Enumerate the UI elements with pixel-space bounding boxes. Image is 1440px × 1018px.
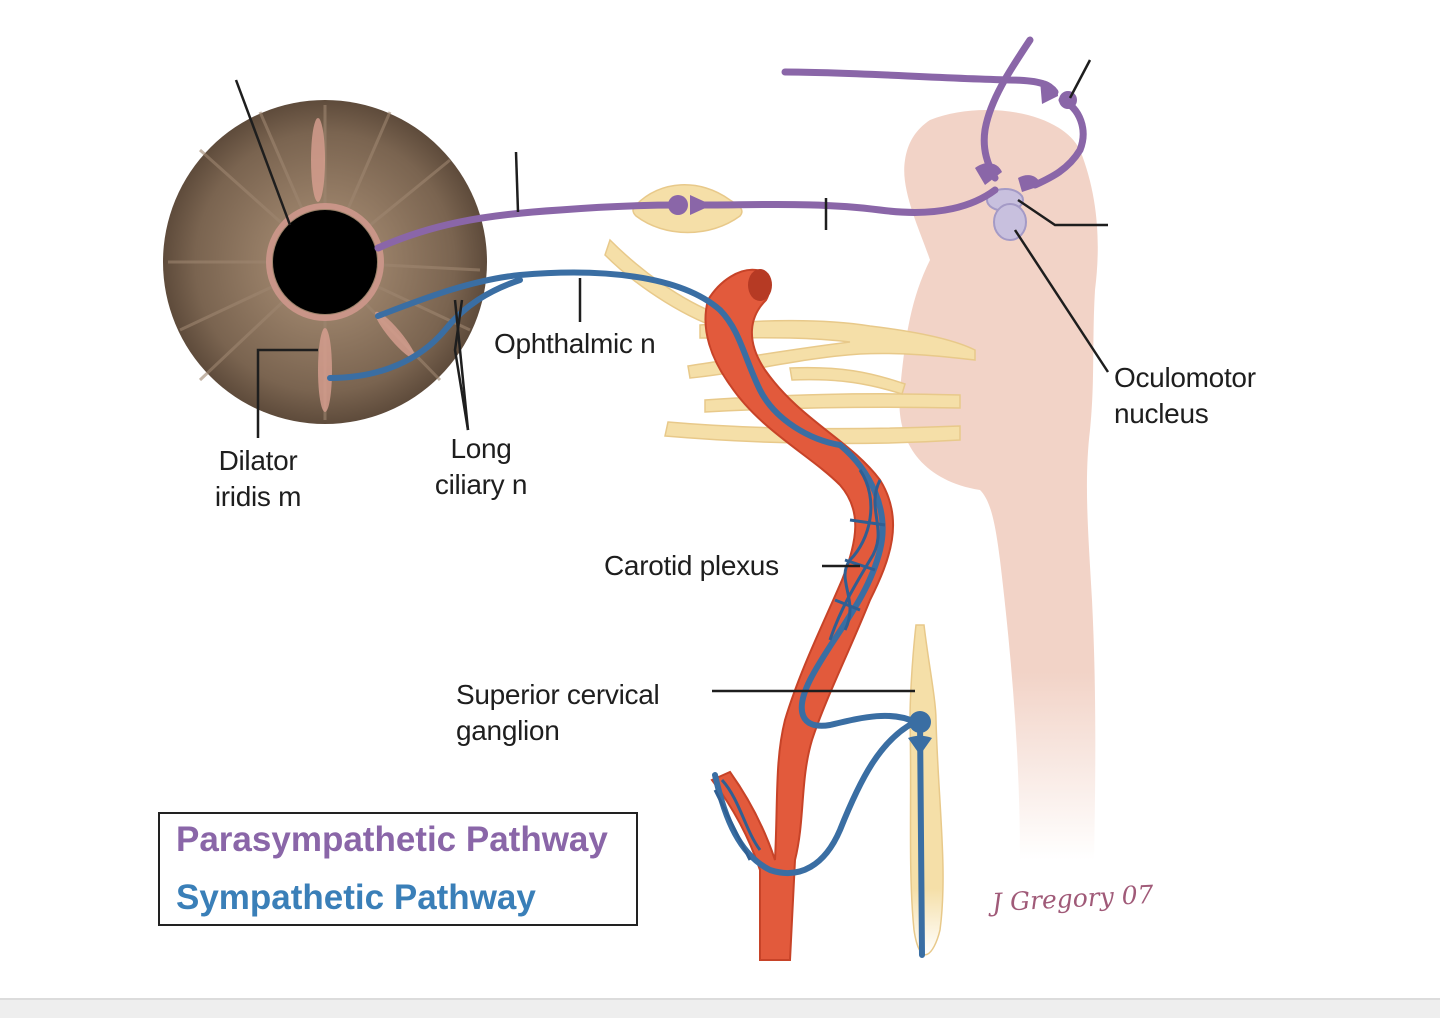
label-long-ciliary-line2: ciliary n xyxy=(434,469,528,500)
label-dilator-line2: iridis m xyxy=(214,481,302,512)
label-ophthalmic-nerve: Ophthalmic n xyxy=(494,328,656,359)
label-long-ciliary-line1: Long xyxy=(450,433,512,464)
superior-cervical-ganglion-cells xyxy=(908,711,932,755)
brainstem xyxy=(899,110,1098,860)
sympathetic-pathway xyxy=(327,269,925,958)
ciliary-ganglion xyxy=(632,184,743,234)
internal-carotid-artery xyxy=(704,268,894,961)
label-dilator-iridis: Dilator iridis m xyxy=(198,443,318,515)
label-superior-cervical-ganglion: Superior cervical ganglion xyxy=(456,677,660,749)
legend: Parasympathetic Pathway Sympathetic Path… xyxy=(158,812,638,926)
artery-lumen xyxy=(748,269,772,301)
dilator-muscle-fibers xyxy=(311,118,415,412)
label-oculomotor-line2: nucleus xyxy=(1114,398,1209,429)
bottom-scroll-bar xyxy=(0,998,1440,1018)
pupil xyxy=(273,210,377,314)
legend-parasympathetic: Parasympathetic Pathway xyxy=(176,820,608,859)
label-carotid-plexus: Carotid plexus xyxy=(604,550,779,581)
leader-lines xyxy=(234,59,1110,693)
label-oculomotor-nucleus: Oculomotor nucleus xyxy=(1114,360,1256,432)
label-scg-line1: Superior cervical xyxy=(456,679,660,710)
label-scg-line2: ganglion xyxy=(456,715,560,746)
oculomotor-nucleus-lower xyxy=(993,203,1027,241)
superior-cervical-ganglion xyxy=(909,624,944,956)
label-oculomotor-line1: Oculomotor xyxy=(1114,362,1256,393)
label-long-ciliary-nerve: Long ciliary n xyxy=(416,431,546,503)
parasympathetic-synapses xyxy=(668,80,1077,215)
carotid-plexus-network xyxy=(713,469,886,861)
legend-sympathetic: Sympathetic Pathway xyxy=(176,878,536,917)
label-dilator-line1: Dilator xyxy=(218,445,298,476)
pupil-ring xyxy=(266,203,384,321)
